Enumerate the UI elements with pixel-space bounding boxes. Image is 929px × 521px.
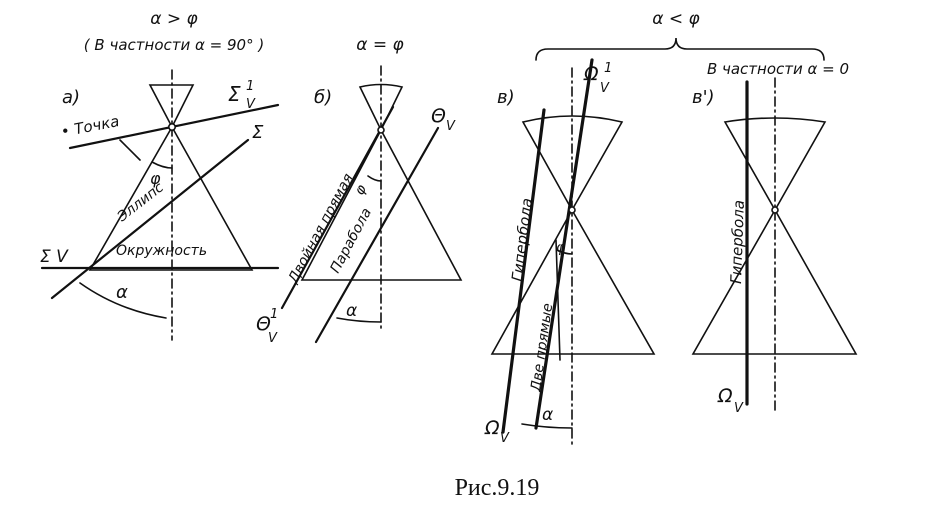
panel-b: б) φ α Двойная прямая Парабола Θ V Θ 1 V [256,65,463,346]
panel-d-omega-v-sub: V [734,401,744,416]
panel-c-two-lines: Две прямые [528,302,556,393]
panel-c-letter: в) [497,87,515,108]
panel-a-phi: φ [150,169,161,188]
panel-a: а) φ α • Точка Σ 1 V Σ Σ V Эллипс Окружн… [40,69,280,341]
panel-c-guide-line [555,239,561,361]
panel-a-upper-nappe [148,84,195,129]
panel-c-phi-arc [556,249,573,255]
panel-a-plane-sigma [50,138,250,300]
header-alpha-eq-phi: α = φ [356,35,404,55]
panel-b-alpha-arc [336,317,382,323]
header-alpha-gt-phi: α > φ [150,9,198,29]
panel-b-plane-theta-v1 [280,105,395,310]
panel-c-alpha-arc [521,423,573,429]
panel-c-apex [568,206,576,214]
panel-b-double-line: Двойная прямая [285,171,357,287]
group-brace [535,37,825,61]
panel-b-theta-v1: Θ [256,313,271,335]
panel-c-omega-v1-sub: V [600,81,610,96]
panel-a-ellipse: Эллипс [114,179,167,225]
panel-a-alpha: α [116,282,128,303]
panel-a-alpha-arc [79,282,167,319]
panel-b-phi-arc [367,175,382,182]
panel-c-lower-nappe [490,209,656,355]
panel-a-pointer [119,139,141,161]
panel-d-hyperbola: Гипербола [727,200,748,284]
panel-a-sigma-v1-sup: 1 [246,79,254,94]
panel-c-phi: φ [556,240,566,256]
panel-c-plane-omega-v [501,108,546,434]
panel-b-theta-v1-sup: 1 [270,307,278,322]
panel-d: в') Гипербола Ω V [691,77,858,416]
panel-c: в) φ α Гипербола Две прямые Ω 1 V Ω V [484,58,656,446]
panel-a-sigma: Σ [252,122,264,143]
panel-a-sigma-v: Σ V [40,247,69,267]
panel-a-sigma-v1-sub: V [246,97,256,112]
panel-c-omega-v1-sup: 1 [604,61,612,76]
panel-b-alpha: α [346,301,357,321]
panel-d-apex [771,206,779,214]
panel-c-omega-v-sub: V [500,431,510,446]
panel-d-upper-nappe [723,117,827,212]
panel-b-theta-v: Θ [431,105,446,127]
panel-d-lower-nappe [691,209,858,355]
panel-c-omega-v1: Ω [583,63,599,85]
panel-c-plane-omega-v1 [534,58,594,430]
panel-c-alpha: α [542,405,553,425]
panel-a-point-label: • Точка [59,112,120,141]
panel-a-phi-arc [151,161,173,169]
panel-a-lower-nappe [88,126,254,271]
figure-caption: Рис.9.19 [455,475,540,501]
panel-b-lower-nappe [300,129,463,281]
panel-a-sigma-v1: Σ [228,82,241,106]
panel-b-phi: φ [352,181,371,198]
panel-b-plane-theta-v [314,126,440,344]
panel-b-upper-nappe [358,83,404,132]
panel-d-letter: в') [692,87,715,108]
panel-d-omega-v: Ω [717,385,733,407]
panel-c-upper-nappe [521,115,624,212]
header-alpha-zero-note: В частности α = 0 [707,60,849,78]
panel-a-circle: Окружность [116,243,207,259]
panel-c-omega-v: Ω [484,417,500,439]
header-alpha-gt-phi-note: ( В частности α = 90° ) [84,36,264,54]
panel-c-hyperbola: Гипербола [508,197,536,282]
panel-a-apex [168,123,177,132]
panel-b-letter: б) [314,87,332,108]
panel-b-theta-v1-sub: V [268,331,278,346]
panel-a-letter: а) [62,87,80,108]
header-alpha-lt-phi: α < φ [652,9,700,29]
panel-b-apex [377,126,385,134]
panel-b-theta-v-sub: V [446,119,456,134]
